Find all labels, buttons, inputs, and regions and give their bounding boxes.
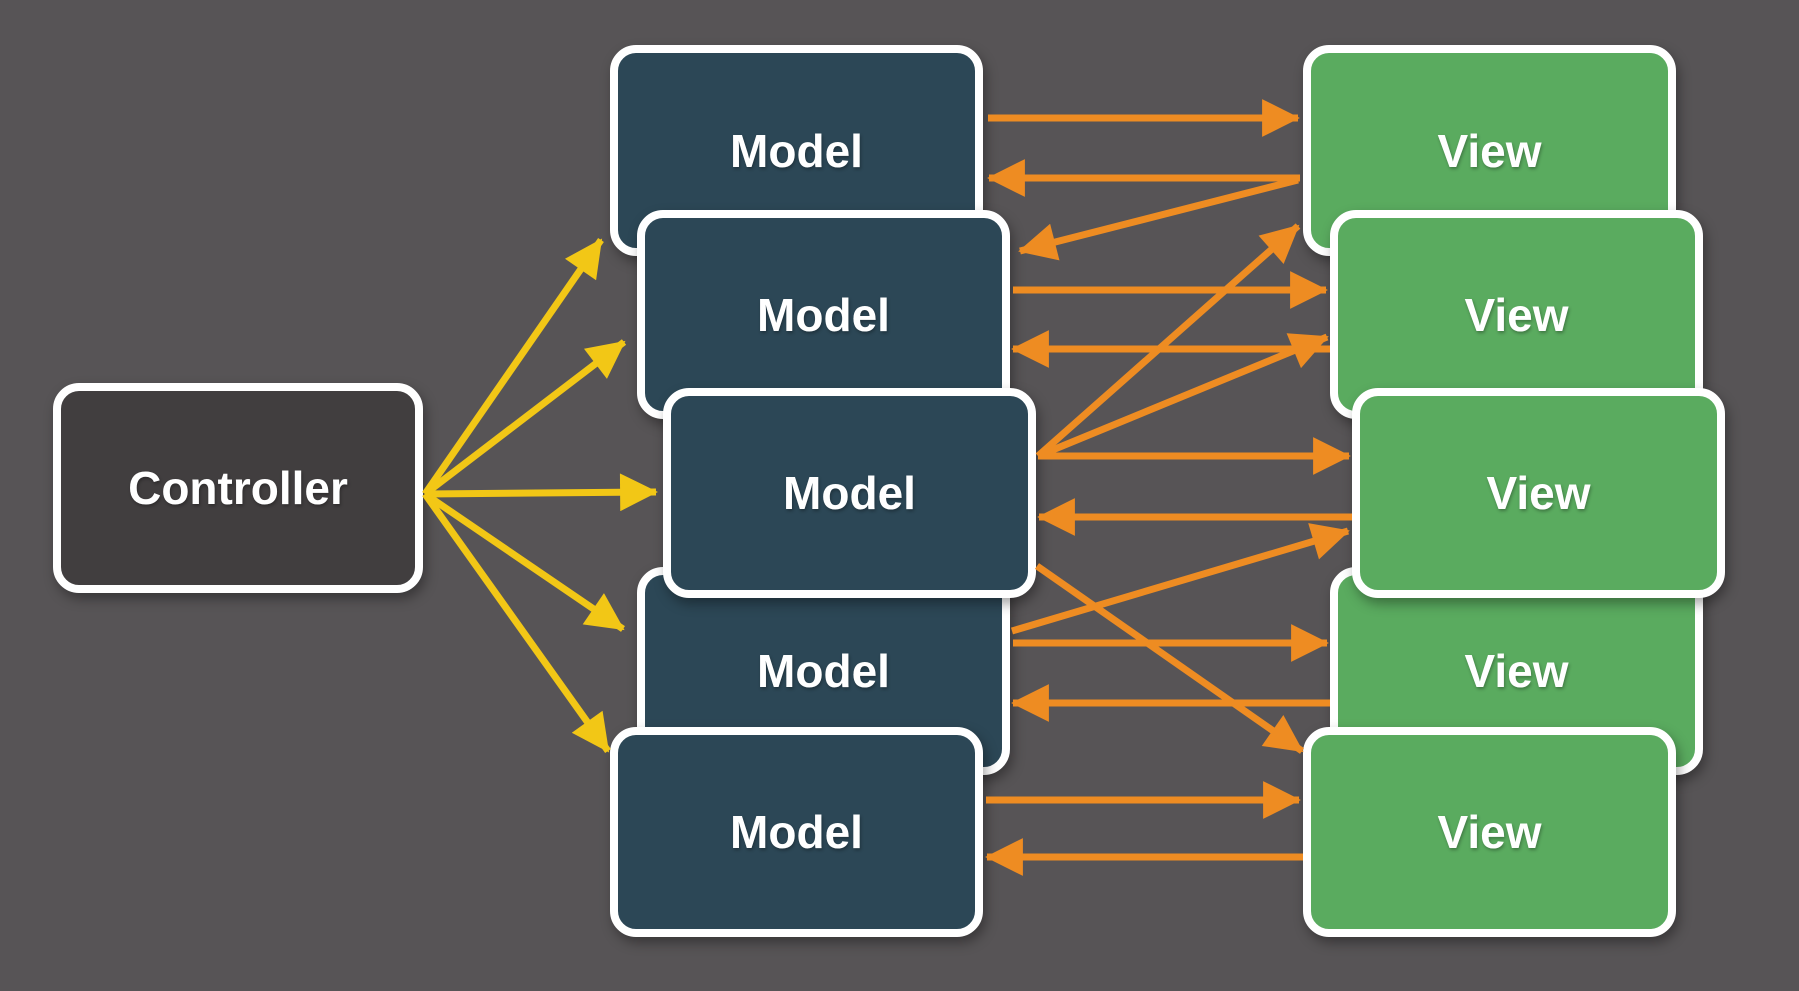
model-3-node: Model: [663, 388, 1036, 598]
view-3-node: View: [1352, 388, 1725, 598]
model-5-label: Model: [730, 806, 863, 858]
arrow-controller-to-model-3: [424, 473, 658, 512]
view-3-label: View: [1486, 467, 1591, 519]
arrow-controller-to-model-5: [422, 491, 611, 754]
arrow-model-3-to-view-1: [1035, 223, 1301, 459]
view-1-label: View: [1437, 124, 1542, 177]
arrow-model-3-to-view-2: [1036, 333, 1329, 460]
view-5-label: View: [1437, 806, 1542, 858]
model-1-label: Model: [730, 124, 863, 177]
view-4-label: View: [1464, 645, 1569, 697]
model-3-label: Model: [783, 467, 916, 519]
arrow-controller-to-model-4: [423, 491, 625, 632]
view-2-label: View: [1464, 288, 1569, 341]
model-2-label: Model: [757, 288, 890, 341]
view-5-node: View: [1303, 727, 1676, 937]
model-2-node: Model: [637, 210, 1010, 419]
arrow-model-4-to-view-3: [1011, 523, 1350, 635]
arrow-model-3-to-view-5: [1034, 563, 1305, 754]
arrow-view-1-to-model-2: [1018, 176, 1299, 261]
arrow-controller-to-model-1: [422, 238, 604, 496]
arrow-controller-to-model-2: [422, 339, 627, 497]
controller-node: Controller: [53, 383, 423, 593]
model-4-label: Model: [757, 645, 890, 697]
controller-label: Controller: [128, 462, 348, 514]
view-2-node: View: [1330, 210, 1703, 419]
model-5-node: Model: [610, 727, 983, 937]
